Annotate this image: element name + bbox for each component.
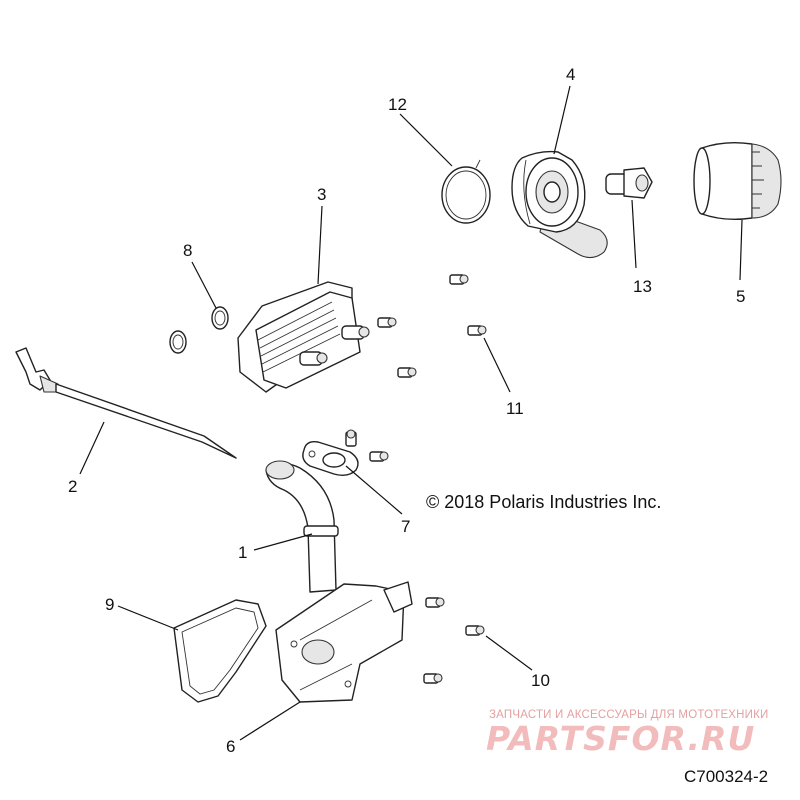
gasket-bolts: [345, 429, 389, 462]
part-6-cover: [275, 581, 413, 703]
leader-lines: [79, 85, 743, 741]
callout-12: 12: [388, 95, 407, 114]
callout-13: 13: [633, 277, 652, 296]
callout-3: 3: [317, 185, 326, 204]
part-11-bolts: [377, 274, 487, 378]
part-9-cover-gasket: [173, 599, 267, 703]
part-13-fitting: [605, 167, 653, 199]
part-12-o-ring: [441, 159, 491, 224]
copyright-notice: © 2018 Polaris Industries Inc.: [426, 492, 661, 512]
part-10-bolts: [423, 597, 485, 684]
part-3-oil-cooler: [237, 281, 370, 393]
watermark-brand: PARTSFOR.RU: [486, 719, 755, 758]
figure-id: C700324-2: [684, 767, 768, 786]
part-4-filter-adapter: [511, 150, 608, 259]
callout-4: 4: [566, 65, 575, 84]
part-8-seal: [169, 306, 229, 354]
watermark: ЗАПЧАСТИ И АКСЕССУАРЫ ДЛЯ МОТОТЕХНИКИ PA…: [486, 709, 769, 758]
callout-2: 2: [68, 477, 77, 496]
callout-5: 5: [736, 287, 745, 306]
callout-11: 11: [506, 399, 524, 418]
callout-7: 7: [401, 517, 410, 536]
callout-9: 9: [105, 595, 114, 614]
callout-8: 8: [183, 241, 192, 260]
part-5-oil-filter: [693, 141, 782, 221]
callout-10: 10: [531, 671, 550, 690]
part-7-gasket: [302, 440, 359, 477]
part-2-dipstick: [15, 347, 237, 459]
part-1-tube: [265, 460, 339, 593]
callout-1: 1: [238, 543, 247, 562]
callout-numbers: 12 4 3 8 13 5 11 2 7 1 9 10 6: [68, 65, 745, 756]
callout-6: 6: [226, 737, 235, 756]
watermark-tagline: ЗАПЧАСТИ И АКСЕССУАРЫ ДЛЯ МОТОТЕХНИКИ: [489, 709, 769, 721]
